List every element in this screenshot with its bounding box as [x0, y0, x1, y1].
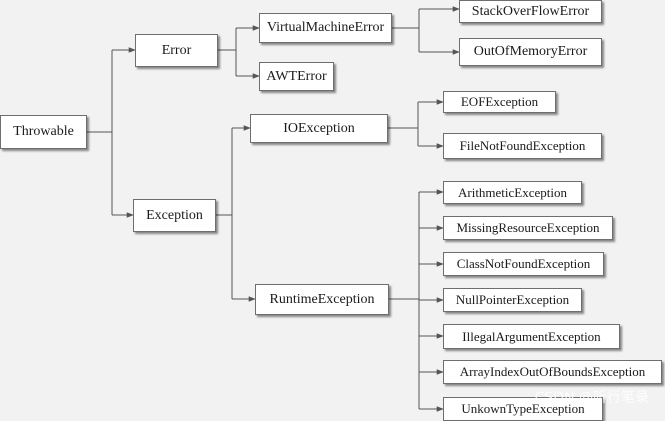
- node-null-pointer-exception: NullPointerException: [443, 288, 582, 312]
- node-io-exception: IOException: [250, 114, 388, 143]
- node-virtual-machine-error: VirtualMachineError: [259, 13, 392, 43]
- node-file-not-found-exception: FileNotFoundException: [443, 133, 602, 159]
- node-stack-overflow-error: StackOverFlowError: [459, 0, 602, 23]
- node-throwable: Throwable: [0, 115, 87, 149]
- node-class-not-found-exception: ClassNotFoundException: [443, 252, 604, 276]
- node-illegal-argument-exception: IllegalArgumentException: [443, 324, 620, 349]
- node-array-index-out-of-bounds-exception: ArrayIndexOutOfBoundsException: [443, 360, 662, 384]
- node-out-of-memory-error: OutOfMemoryError: [459, 38, 602, 66]
- node-error: Error: [135, 34, 218, 67]
- node-awt-error: AWTError: [259, 62, 334, 91]
- node-eof-exception: EOFException: [443, 91, 556, 113]
- node-runtime-exception: RuntimeException: [255, 284, 389, 315]
- node-exception: Exception: [133, 199, 216, 232]
- watermark-text: CSDN @听行笔录: [534, 390, 649, 406]
- node-missing-resource-exception: MissingResourceException: [443, 216, 613, 240]
- node-arithmetic-exception: ArithmeticException: [443, 181, 582, 204]
